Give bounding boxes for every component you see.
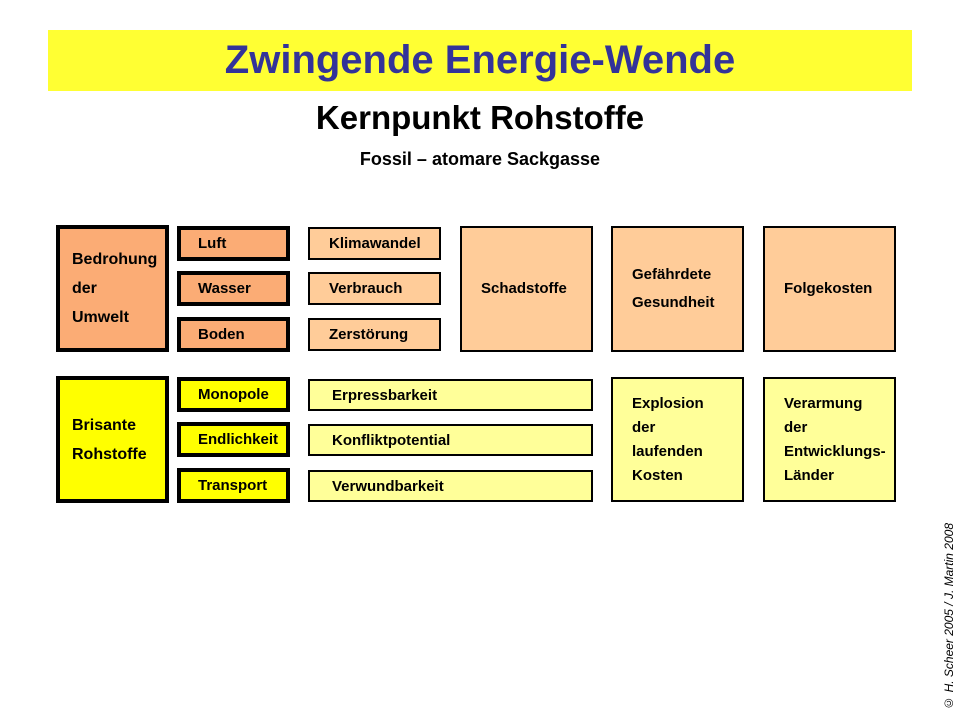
main-title: Zwingende Energie-Wende <box>224 38 736 82</box>
box-label-line: der <box>632 418 656 436</box>
box-bedrohung-umwelt: Bedrohung der Umwelt <box>56 225 169 352</box>
box-gefaehrdete-gesundheit: Gefährdete Gesundheit <box>611 226 744 352</box>
box-label-line: Länder <box>784 466 835 484</box>
box-verbrauch: Verbrauch <box>308 272 441 305</box>
box-label-line: Entwicklungs- <box>784 442 886 460</box>
box-konfliktpotential: Konfliktpotential <box>308 424 593 456</box>
box-label-line: Rohstoffe <box>72 445 147 463</box>
box-label-line: laufenden <box>632 442 703 460</box>
box-label-line: Bedrohung <box>72 251 158 268</box>
tagline: Fossil – atomare Sackgasse <box>359 149 601 169</box>
box-label-line: der <box>72 280 97 297</box>
box-label-line: Explosion <box>632 394 704 412</box>
box-label: Zerstörung <box>329 326 409 343</box>
box-label: Monopole <box>198 386 269 403</box>
box-label: Folgekosten <box>784 280 873 297</box>
box-label: Schadstoffe <box>481 280 567 297</box>
box-label: Transport <box>198 477 268 494</box>
box-label-line: Brisante <box>72 416 137 434</box>
box-brisante-rohstoffe: Brisante Rohstoffe <box>56 376 169 503</box>
box-label: Luft <box>198 235 227 252</box>
box-klimawandel: Klimawandel <box>308 227 441 260</box>
box-luft: Luft <box>177 226 290 261</box>
box-verwundbarkeit: Verwundbarkeit <box>308 470 593 502</box>
box-explosion-kosten: Explosion der laufenden Kosten <box>611 377 744 502</box>
copyright-text: © H. Scheer 2005 / J. Martin 2008 <box>942 523 956 710</box>
box-erpressbarkeit: Erpressbarkeit <box>308 379 593 411</box>
box-label: Wasser <box>198 280 251 297</box>
subtitle: Kernpunkt Rohstoffe <box>315 99 645 136</box>
box-verarmung-laender: Verarmung der Entwicklungs- Länder <box>763 377 896 502</box>
title-banner: Zwingende Energie-Wende <box>48 30 912 91</box>
box-label: Klimawandel <box>329 235 421 252</box>
box-folgekosten: Folgekosten <box>763 226 896 352</box>
box-zerstoerung: Zerstörung <box>308 318 441 351</box>
box-label-line: Kosten <box>632 466 683 484</box>
box-label: Erpressbarkeit <box>332 386 438 404</box>
box-label-line: Verarmung <box>784 394 863 412</box>
box-schadstoffe: Schadstoffe <box>460 226 593 352</box>
box-label: Verwundbarkeit <box>332 477 444 495</box>
box-label: Endlichkeit <box>198 431 279 448</box>
box-wasser: Wasser <box>177 271 290 306</box>
box-transport: Transport <box>177 468 290 503</box>
box-monopole: Monopole <box>177 377 290 412</box>
box-label: Konfliktpotential <box>332 431 451 449</box>
box-label: Verbrauch <box>329 280 403 297</box>
box-label-line: Gesundheit <box>632 294 715 311</box>
box-boden: Boden <box>177 317 290 352</box>
box-label-line: Gefährdete <box>632 266 712 283</box>
box-label-line: Umwelt <box>72 309 129 326</box>
box-label-line: der <box>784 418 808 436</box>
box-label: Boden <box>198 326 245 343</box>
box-endlichkeit: Endlichkeit <box>177 422 290 457</box>
